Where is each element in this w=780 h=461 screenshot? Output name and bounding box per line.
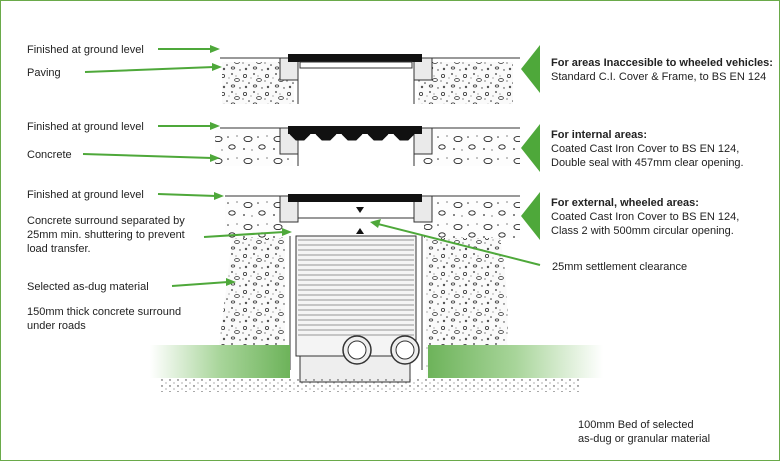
label-150mm-2: under roads [27,320,86,332]
label-settlement: 25mm settlement clearance [552,261,688,273]
row-external [225,194,520,238]
note-internal-line-2: Double seal with 457mm clear opening. [551,157,744,169]
note-external-line-2: Class 2 with 500mm circular opening. [551,225,734,237]
row-concrete [215,126,520,166]
row-paving [220,54,520,104]
bedding [160,378,580,392]
label-150mm-1: 150mm thick concrete surround [27,306,182,318]
left-arrows [82,45,292,287]
label-bed-2: as-dug or granular material [578,433,711,445]
chamber-base [299,335,420,383]
label-concrete: Concrete [27,149,72,161]
surround-right [426,238,508,378]
label-paving: Paving [27,67,61,79]
label-bed-1: 100mm Bed of selected [578,419,694,431]
right-arrows [521,45,540,240]
note-internal-line-1: Coated Cast Iron Cover to BS EN 124, [551,143,740,155]
note-inaccessible-title: For areas Inaccesible to wheeled vehicle… [551,57,773,69]
settlement-arrow [370,219,541,266]
surround-left [215,238,285,378]
note-internal-title: For internal areas: [551,129,647,141]
label-surround-1: Concrete surround separated by [27,215,185,227]
label-surround-3: load transfer. [27,243,91,255]
note-external-title: For external, wheeled areas: [551,197,699,209]
note-inaccessible-line: Standard C.I. Cover & Frame, to BS EN 12… [551,71,767,83]
grass-left [150,345,290,378]
note-external: For external, wheeled areas: Coated Cast… [551,196,739,238]
label-finished-ground-1: Finished at ground level [27,44,144,56]
label-surround-2: 25mm min. shuttering to prevent [27,229,185,241]
label-finished-ground-2: Finished at ground level [27,121,144,133]
note-inaccessible: For areas Inaccesible to wheeled vehicle… [551,56,773,84]
label-as-dug: Selected as-dug material [27,281,149,293]
note-external-line-1: Coated Cast Iron Cover to BS EN 124, [551,211,740,223]
chamber-body [289,235,423,370]
note-internal: For internal areas: Coated Cast Iron Cov… [551,128,744,170]
label-finished-ground-3: Finished at ground level [27,189,144,201]
grass-right [428,345,603,378]
